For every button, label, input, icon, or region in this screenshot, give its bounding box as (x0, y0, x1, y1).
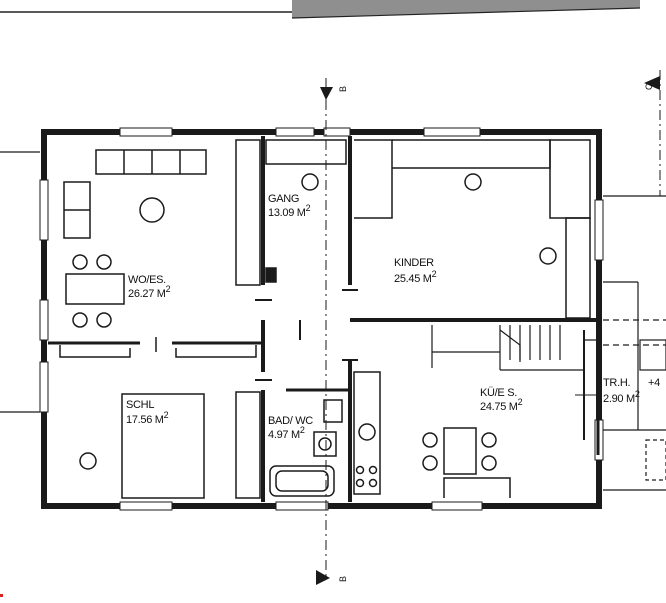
room-label-kinder: KINDER 25.45 M2 (394, 257, 437, 285)
section-marker-top-label: B (338, 86, 348, 92)
roof-edge (0, 0, 641, 19)
room-area: 24.75 M (480, 401, 518, 413)
room-label-tr-h: TR.H. 2.90 M2 (603, 377, 640, 405)
room-label-kue-es: KÜ/E S. 24.75 M2 (480, 387, 523, 413)
room-label-schl: SCHL 17.56 M2 (126, 399, 169, 426)
staircase (431, 325, 602, 371)
room-name: KÜ/E S. (480, 387, 517, 399)
room-area-unit-sup: 2 (164, 410, 169, 420)
living-furniture (59, 149, 257, 358)
section-marker-bottom: B (316, 570, 348, 585)
room-name: KINDER (394, 257, 434, 269)
kitchen-fixtures (353, 371, 511, 498)
room-name: SCHL (126, 399, 154, 411)
svg-text:17.56 M2: 17.56 M2 (126, 410, 169, 426)
bedroom-furniture (79, 393, 205, 499)
room-name: TR.H. (603, 377, 630, 389)
room-area: 13.09 M (268, 207, 306, 219)
room-label-gang: GANG 13.09 M2 (268, 193, 311, 219)
svg-text:4.97 M2: 4.97 M2 (268, 425, 305, 441)
svg-text:24.75 M2: 24.75 M2 (480, 397, 523, 413)
gang-fixtures (265, 173, 319, 283)
room-name: GANG (268, 193, 299, 205)
room-area: 4.97 M (268, 429, 300, 441)
section-marker-top: B (320, 78, 348, 100)
kinder-fixtures (354, 139, 591, 319)
room-area-unit-sup: 2 (635, 389, 640, 399)
room-label-wo-es: WO/ES. 26.27 M2 (128, 274, 171, 300)
section-marker-right: C (644, 76, 660, 90)
section-marker-bottom-label: B (338, 576, 348, 582)
corner-dot (0, 594, 3, 597)
room-area: 26.27 M (128, 288, 166, 300)
interior-walls (48, 136, 599, 502)
terrace-right (596, 195, 666, 491)
edge-mark: +4 (648, 377, 660, 389)
svg-text:2.90 M2: 2.90 M2 (603, 389, 640, 405)
room-label-bad-wc: BAD/ WC 4.97 M2 (268, 415, 314, 441)
room-area: 25.45 M (394, 273, 432, 285)
svg-text:26.27 M2: 26.27 M2 (128, 284, 171, 300)
room-area: 17.56 M (126, 414, 164, 426)
wardrobes (235, 139, 347, 499)
bathroom-fixtures (269, 399, 343, 497)
room-area-unit-sup: 2 (306, 203, 311, 213)
room-area-unit-sup: 2 (300, 425, 305, 435)
terrace-left (0, 151, 40, 413)
room-area-unit-sup: 2 (518, 397, 523, 407)
room-area: 2.90 M (603, 393, 635, 405)
room-name: BAD/ WC (268, 415, 313, 427)
svg-text:13.09 M2: 13.09 M2 (268, 203, 311, 219)
room-area-unit-sup: 2 (166, 284, 171, 294)
section-marker-right-label: C (644, 83, 654, 90)
room-area-unit-sup: 2 (432, 269, 437, 279)
room-name: WO/ES. (128, 274, 166, 286)
svg-text:25.45 M2: 25.45 M2 (394, 269, 437, 285)
